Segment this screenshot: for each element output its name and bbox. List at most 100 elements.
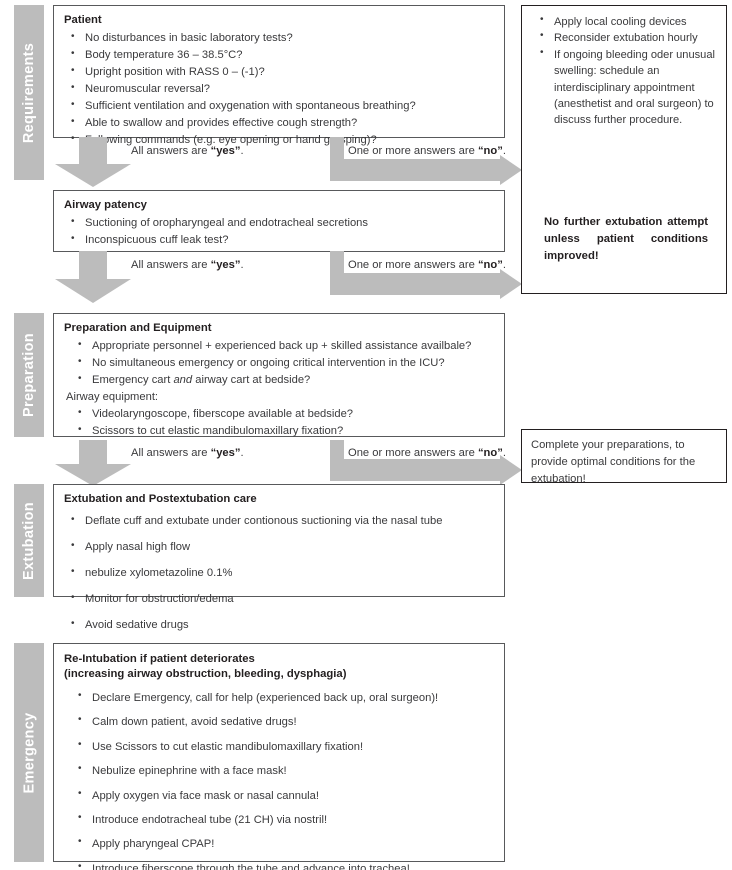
no-extubation-note-list: Apply local cooling devices Reconsider e… [530,13,718,129]
list-item: Emergency cart and airway cart at bedsid… [64,371,494,389]
arrow-label-yes-3-pre: All answers are [131,447,211,459]
arrow-label-yes-1: All answers are “yes”. [131,144,244,159]
airway-patency-box-content: Airway patency Suctioning of oropharynge… [54,191,504,255]
extubation-box-content: Extubation and Postextubation care Defla… [54,485,504,645]
preparations-note-box: Complete your preparations, to provide o… [521,429,727,485]
section-bar-extubation-label: Extubation [21,501,38,580]
arrow-label-yes-2-post: . [240,259,244,271]
list-item: No simultaneous emergency or ongoing cri… [64,354,494,372]
list-item-post: airway cart at bedside? [192,373,311,386]
arrow-yes-airway-to-preparation [55,251,131,303]
arrow-label-yes-2: All answers are “yes”. [131,258,244,273]
arrow-label-no-3-pre: One or more answers are [348,447,478,459]
list-item: Videolaryngoscope, fiberscope available … [64,405,494,423]
section-bar-requirements-label: Requirements [21,42,38,143]
list-item: Upright position with RASS 0 – (-1)? [64,63,494,81]
list-item: Deflate cuff and extubate under contiono… [64,508,494,535]
list-item: No disturbances in basic laboratory test… [64,29,494,47]
list-item-pre: Emergency cart [92,373,174,386]
patient-box-title: Patient [64,14,102,26]
preparation-checklist-airway: Videolaryngoscope, fiberscope available … [64,405,494,440]
no-extubation-note-content: Apply local cooling devices Reconsider e… [522,6,726,135]
emergency-checklist: Declare Emergency, call for help (experi… [64,685,494,870]
arrow-label-no-2-post: . [502,259,506,271]
list-item: nebulize xylometazoline 0.1% [64,560,494,587]
list-item: Apply local cooling devices [530,13,718,30]
preparation-checklist-primary: Appropriate personnel + experienced back… [64,337,494,389]
list-item: Apply pharyngeal CPAP! [64,831,494,856]
section-bar-preparation-label: Preparation [21,333,38,417]
arrow-yes-patient-to-airway [55,137,131,187]
list-item: Appropriate personnel + experienced back… [64,337,494,355]
arrow-label-yes-3: All answers are “yes”. [131,446,244,461]
arrow-label-no-1-post: . [502,145,506,157]
arrow-label-no-1-quoted: “no” [477,145,503,157]
arrow-label-no-3-quoted: “no” [477,447,503,459]
no-extubation-note-box: Apply local cooling devices Reconsider e… [521,5,727,294]
section-bar-requirements: Requirements [14,5,44,180]
preparation-box-title: Preparation and Equipment [64,322,212,334]
preparation-subheading: Airway equipment: [66,390,159,403]
list-item-emphasis: and [173,373,193,386]
list-item: Apply oxygen via face mask or nasal cann… [64,782,494,808]
list-item: Apply nasal high flow [64,534,494,561]
emergency-box-title-line2: (increasing airway obstruction, bleeding… [64,667,347,680]
arrow-label-yes-1-quoted: “yes” [210,145,241,157]
extubation-box-title: Extubation and Postextubation care [64,493,257,505]
section-bar-extubation: Extubation [14,484,44,597]
arrow-no-airway-to-note [330,251,522,299]
list-item: Following commands (e.g. eye opening or … [64,131,494,149]
arrow-label-yes-3-quoted: “yes” [210,447,241,459]
arrow-label-yes-2-pre: All answers are [131,259,211,271]
no-extubation-conclusion: No further extubation attempt unless pat… [544,216,708,262]
list-item: Able to swallow and provides effective c… [64,114,494,132]
arrow-label-yes-3-post: . [240,447,244,459]
list-item: Introduce endotracheal tube (21 CH) via … [64,807,494,832]
emergency-box: Re-Intubation if patient deteriorates (i… [53,643,505,870]
list-item: Calm down patient, avoid sedative drugs! [64,709,494,734]
patient-checklist: No disturbances in basic laboratory test… [64,29,494,149]
list-item: Body temperature 36 – 38.5°C? [64,46,494,64]
arrow-label-yes-2-quoted: “yes” [210,259,241,271]
list-item: Scissors to cut elastic mandibulomaxilla… [64,422,494,440]
preparations-note-text: Complete your preparations, to provide o… [531,439,696,485]
preparation-box-content: Preparation and Equipment Appropriate pe… [54,314,504,446]
list-item: Declare Emergency, call for help (experi… [64,685,494,710]
list-item: If ongoing bleeding oder unusual swellin… [530,46,718,129]
list-item: Suctioning of oropharyngeal and endotrac… [64,214,494,232]
list-item: Avoid sedative drugs [64,612,494,639]
list-item: Neuromuscular reversal? [64,80,494,98]
emergency-box-title-line1: Re-Intubation if patient deteriorates [64,653,255,665]
arrow-label-no-2-quoted: “no” [477,259,503,271]
preparation-box: Preparation and Equipment Appropriate pe… [53,313,505,437]
airway-patency-box-title: Airway patency [64,199,147,211]
list-item: Monitor for obstruction/edema [64,586,494,613]
arrow-label-no-3: One or more answers are “no”. [348,446,506,461]
list-item: Nebulize epinephrine with a face mask! [64,758,494,783]
arrow-label-yes-1-post: . [240,145,244,157]
arrow-no-patient-to-note [330,137,522,185]
list-item: Use Scissors to cut elastic mandibulomax… [64,734,494,759]
arrow-yes-preparation-to-extubation [55,440,131,486]
patient-box-content: Patient No disturbances in basic laborat… [54,6,504,155]
arrow-label-no-1: One or more answers are “no”. [348,144,506,159]
arrow-no-preparation-to-note [330,440,522,485]
list-item: Inconspicuous cuff leak test? [64,231,494,249]
arrow-label-no-1-pre: One or more answers are [348,145,478,157]
section-bar-emergency-label: Emergency [21,712,38,793]
patient-box: Patient No disturbances in basic laborat… [53,5,505,146]
list-item: Reconsider extubation hourly [530,29,718,46]
arrow-label-no-2-pre: One or more answers are [348,259,478,271]
section-bar-preparation: Preparation [14,313,44,437]
extubation-box: Extubation and Postextubation care Defla… [53,484,505,635]
list-item: Sufficient ventilation and oxygenation w… [64,97,494,115]
arrow-label-no-3-post: . [502,447,506,459]
extubation-checklist: Deflate cuff and extubate under contiono… [64,508,494,639]
list-item: Introduce fiberscope through the tube an… [64,856,494,870]
section-bar-emergency: Emergency [14,643,44,862]
emergency-box-content: Re-Intubation if patient deteriorates (i… [54,644,504,870]
airway-patency-checklist: Suctioning of oropharyngeal and endotrac… [64,214,494,249]
airway-patency-box: Airway patency Suctioning of oropharynge… [53,190,505,252]
preparations-note-content: Complete your preparations, to provide o… [522,430,726,494]
